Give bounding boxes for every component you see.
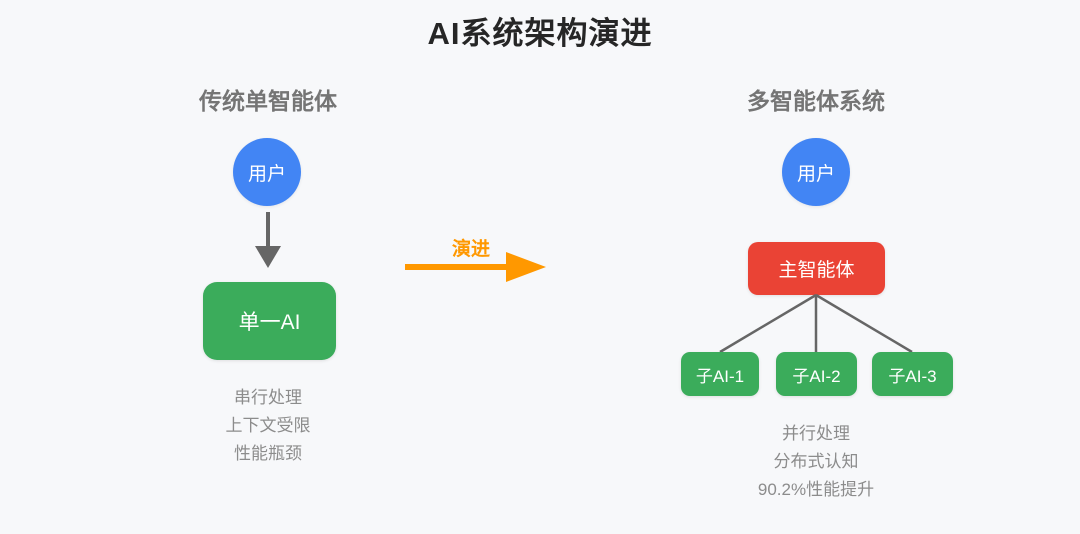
- left-user-label: 用户: [247, 163, 286, 185]
- sub-agent-node-2: 子AI-2: [776, 352, 857, 396]
- left-bullet-1: 串行处理: [234, 388, 302, 407]
- right-user-label: 用户: [796, 163, 835, 185]
- sub-agent-label-3: 子AI-3: [888, 366, 937, 386]
- down-arrow-icon: [255, 246, 281, 268]
- sub-agent-label-2: 子AI-2: [792, 366, 841, 386]
- single-ai-label: 单一AI: [238, 311, 301, 334]
- right-bullet-1: 并行处理: [781, 424, 850, 443]
- left-bullet-list: 串行处理 上下文受限 性能瓶颈: [226, 384, 311, 468]
- left-bullet-2: 上下文受限: [225, 416, 311, 435]
- main-agent-label: 主智能体: [778, 260, 855, 281]
- sub-agent-node-1: 子AI-1: [681, 352, 759, 396]
- right-bullet-list: 并行处理 分布式认知 90.2%性能提升: [758, 420, 874, 504]
- left-bullet-3: 性能瓶颈: [234, 444, 302, 463]
- down-arrow-line: [266, 212, 270, 248]
- evolution-arrow-icon: [506, 252, 546, 282]
- sub-agent-node-3: 子AI-3: [872, 352, 953, 396]
- evolution-arrow-label: 演进: [451, 239, 491, 260]
- right-bullet-2: 分布式认知: [773, 452, 859, 471]
- sub-agent-label-1: 子AI-1: [695, 366, 745, 386]
- page-title: AI系统架构演进: [427, 16, 653, 51]
- left-user-node: 用户: [233, 138, 301, 206]
- right-bullet-3: 90.2%性能提升: [757, 480, 875, 499]
- left-column-header: 传统单智能体: [199, 88, 337, 114]
- single-ai-node: 单一AI: [203, 282, 336, 360]
- right-user-node: 用户: [782, 138, 850, 206]
- main-agent-node: 主智能体: [748, 242, 885, 295]
- evolution-arrow-line: [405, 264, 508, 270]
- right-column-header: 多智能体系统: [747, 88, 885, 114]
